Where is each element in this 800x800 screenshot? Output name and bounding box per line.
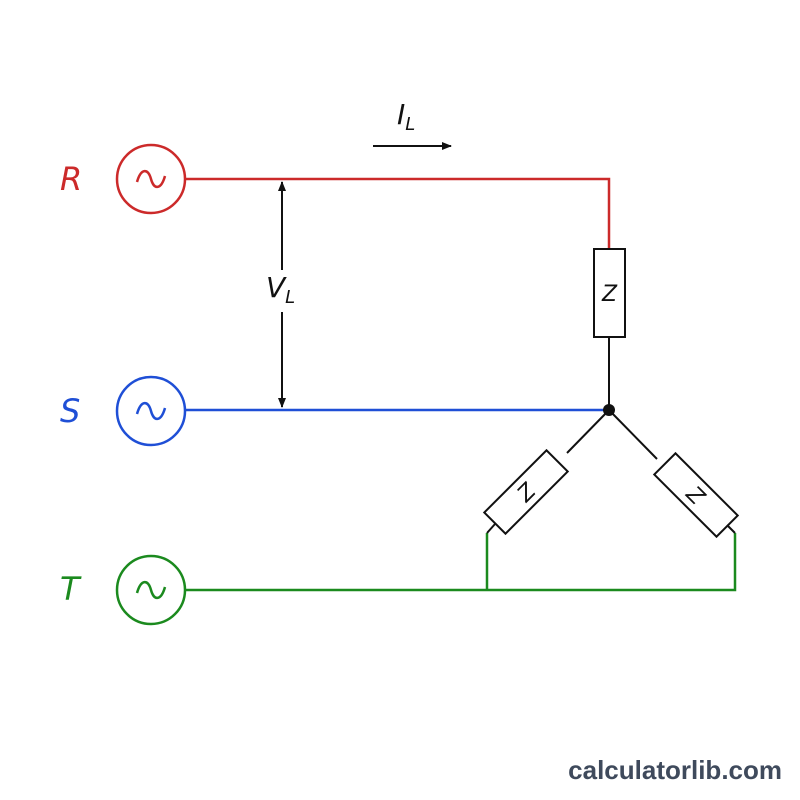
impedance-right-lead — [726, 524, 736, 534]
phase-t-wire — [185, 533, 737, 592]
line-current-symbol: I — [397, 98, 405, 131]
impedance-left: Z — [482, 448, 570, 536]
neutral-node — [603, 404, 615, 416]
impedance-top: Z — [593, 248, 626, 338]
ac-source-icon — [115, 375, 187, 447]
phase-label-t: T — [60, 570, 82, 608]
line-voltage-symbol: V — [266, 271, 287, 304]
watermark-text: calculatorlib.com — [568, 755, 782, 785]
star-wires — [566, 337, 658, 460]
impedance-right: Z — [652, 451, 740, 539]
impedance-left-lead — [486, 523, 496, 534]
impedance-top-label: Z — [601, 282, 618, 307]
line-current-label: IL — [397, 98, 415, 135]
ac-source-icon — [115, 554, 187, 626]
ac-source-icon — [115, 143, 187, 215]
line-voltage-label: VL — [266, 271, 295, 308]
line-current-subscript: L — [405, 114, 415, 135]
phase-label-s: S — [60, 392, 80, 430]
phase-r-wire — [185, 177, 611, 249]
phase-label-r: R — [60, 160, 82, 198]
line-voltage-subscript: L — [285, 287, 295, 308]
